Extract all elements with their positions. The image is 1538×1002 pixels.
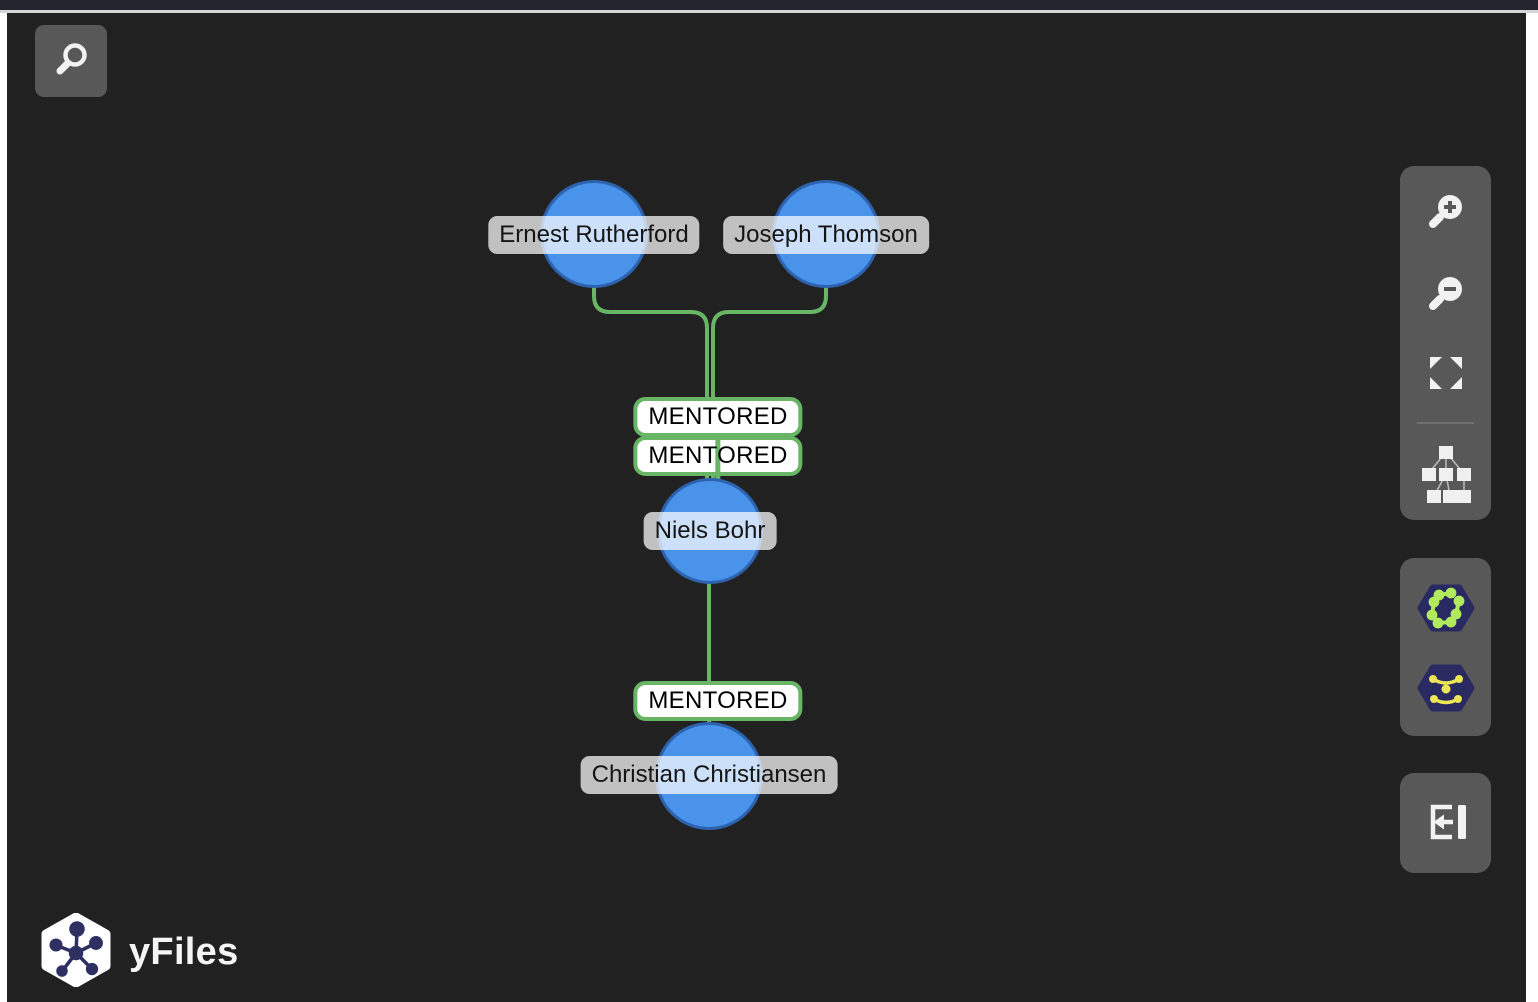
fit-content-button[interactable] [1416, 344, 1476, 404]
edge-label-mentored-3[interactable]: MENTORED [633, 681, 803, 721]
collapse-panel-button[interactable] [1422, 798, 1470, 849]
circular-layout-icon [1417, 664, 1475, 718]
edge-label-mentored-2[interactable]: MENTORED [633, 433, 803, 479]
zoom-out-icon [1424, 273, 1468, 320]
side-panel-toolbar [1400, 773, 1491, 873]
edge-label-text: MENTORED [648, 442, 788, 469]
window-top-bar [0, 0, 1538, 10]
hierarchic-layout-button[interactable] [1416, 444, 1476, 509]
zoom-out-button[interactable] [1416, 266, 1476, 326]
zoom-in-button[interactable] [1416, 184, 1476, 244]
node-label-ernest-rutherford[interactable]: Ernest Rutherford [488, 216, 700, 254]
graph-edges [592, 284, 828, 726]
graph-canvas[interactable]: MENTORED MENTORED MENTORED Ernest Ruther… [7, 13, 1526, 1002]
node-label-christian-christiansen[interactable]: Christian Christiansen [580, 756, 838, 794]
search-button[interactable] [35, 25, 107, 97]
hierarchic-layout-icon [1420, 444, 1472, 509]
fit-content-icon [1426, 353, 1466, 396]
yfiles-logo-text: yFiles [129, 931, 239, 973]
yfiles-branding[interactable]: yFiles [40, 912, 239, 992]
page-margin-right [1526, 13, 1538, 1002]
edge-label-text: MENTORED [648, 687, 788, 714]
edge-label-mentored-1[interactable]: MENTORED [633, 397, 803, 437]
page-margin-left [0, 13, 7, 1002]
yfiles-logo-icon [40, 912, 112, 992]
node-label-niels-bohr[interactable]: Niels Bohr [643, 512, 777, 550]
node-label-joseph-thomson[interactable]: Joseph Thomson [723, 216, 929, 254]
organic-layout-icon [1417, 584, 1475, 638]
search-icon [50, 39, 92, 84]
layout-toolbar [1400, 558, 1491, 736]
circular-layout-button[interactable] [1417, 661, 1475, 715]
zoom-in-icon [1424, 191, 1468, 238]
edge-label-text: MENTORED [648, 403, 788, 430]
organic-layout-button[interactable] [1417, 581, 1475, 635]
view-toolbar [1400, 166, 1491, 520]
collapse-panel-icon [1422, 798, 1470, 849]
toolbar-divider [1417, 422, 1474, 424]
window-divider-line [0, 10, 1538, 13]
